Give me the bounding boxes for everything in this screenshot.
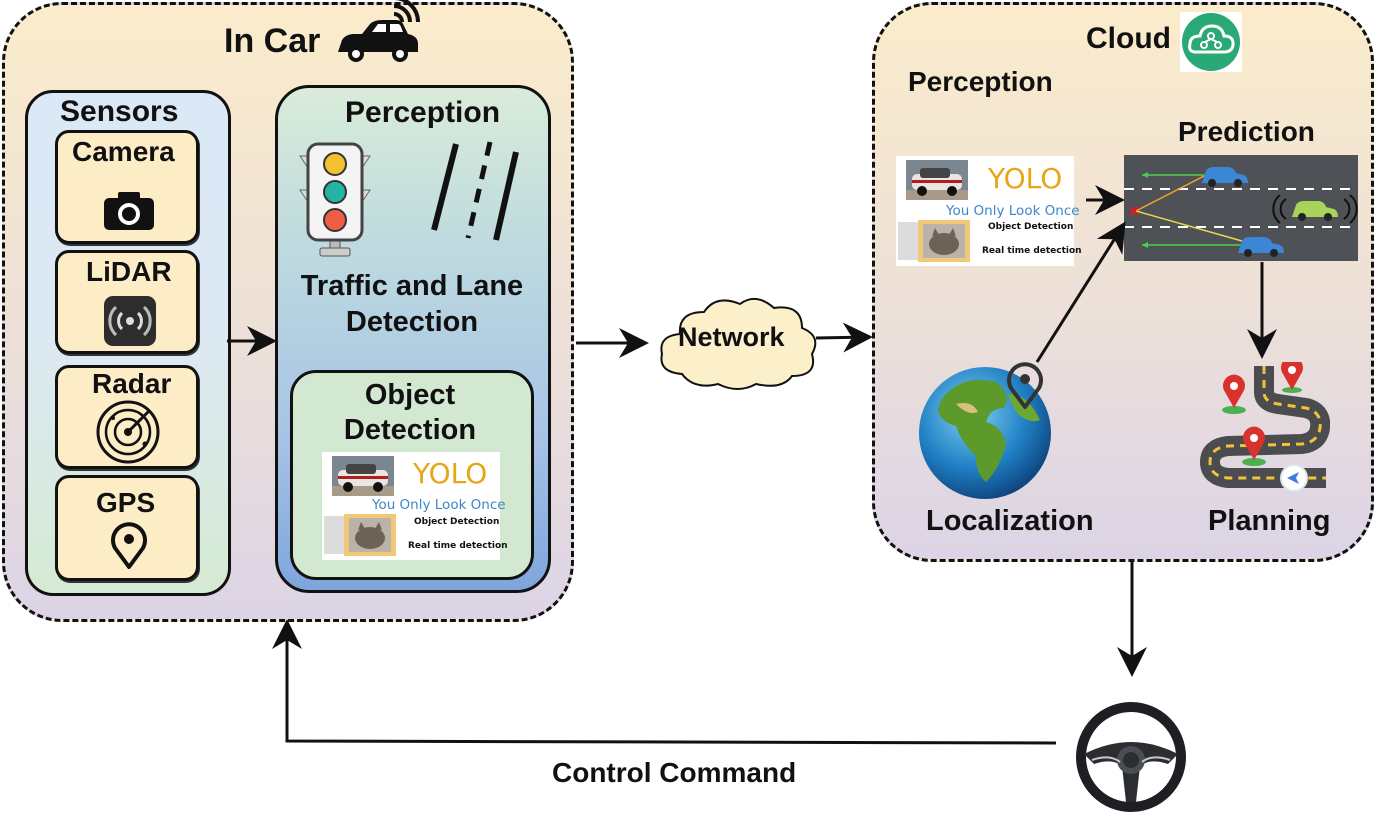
prediction-road-icon xyxy=(1124,155,1358,261)
network-to-cloud-arrow xyxy=(815,322,873,353)
sensors-title: Sensors xyxy=(60,95,179,128)
cloud-perception-title: Perception xyxy=(908,66,1053,97)
yolo-line1: Object Detection xyxy=(414,517,500,527)
road-map-icon xyxy=(1200,362,1330,492)
yolo-word-cloud: YOLO xyxy=(988,162,1063,195)
cloud-network-icon xyxy=(1180,12,1242,72)
sensor-lidar-label: LiDAR xyxy=(86,256,172,287)
yolo-line2-cloud: Real time detection xyxy=(982,246,1082,256)
localization-label: Localization xyxy=(926,505,1094,537)
cat-photo-icon xyxy=(324,514,396,556)
traffic-lane-label: Traffic and Lane Detection xyxy=(300,270,524,338)
camera-icon xyxy=(104,192,154,230)
sensor-radar xyxy=(55,365,199,469)
planning-label: Planning xyxy=(1208,505,1331,537)
car-wifi-icon xyxy=(338,0,420,62)
control-command-label: Control Command xyxy=(552,757,797,788)
blue-car-top xyxy=(1202,167,1248,187)
yolo-subtitle: You Only Look Once xyxy=(372,497,506,513)
yolo-line2: Real time detection xyxy=(408,541,508,551)
object-detection-label: Object Detection xyxy=(343,379,477,446)
in-car-title: In Car xyxy=(224,22,321,60)
lane-lines-icon xyxy=(431,141,519,241)
yolo-word: YOLO xyxy=(413,457,488,490)
yolo-line1-cloud: Object Detection xyxy=(988,222,1074,232)
localization-to-prediction-arrow xyxy=(1035,221,1126,363)
map-pin-icon xyxy=(1007,362,1043,409)
car-photo-icon xyxy=(906,160,968,200)
lidar-icon xyxy=(104,296,156,346)
gps-pin-icon xyxy=(111,522,147,569)
network-label: Network xyxy=(678,322,785,352)
car-photo-icon xyxy=(332,456,394,496)
sensor-gps-label: GPS xyxy=(96,487,156,518)
prediction-title: Prediction xyxy=(1178,116,1315,147)
sensor-camera-label: Camera xyxy=(72,136,175,167)
cat-photo-icon xyxy=(898,220,970,262)
cloud-title: Cloud xyxy=(1086,22,1171,55)
perception-title: Perception xyxy=(345,96,501,129)
network-cloud-shape xyxy=(660,297,817,390)
yolo-subtitle-cloud: You Only Look Once xyxy=(946,203,1080,219)
steering-wheel-icon xyxy=(1076,702,1186,812)
control-command-arrow xyxy=(272,619,1057,745)
radar-icon xyxy=(96,400,160,464)
traffic-light-icon xyxy=(299,142,371,257)
sensor-radar-label: Radar xyxy=(92,368,172,399)
